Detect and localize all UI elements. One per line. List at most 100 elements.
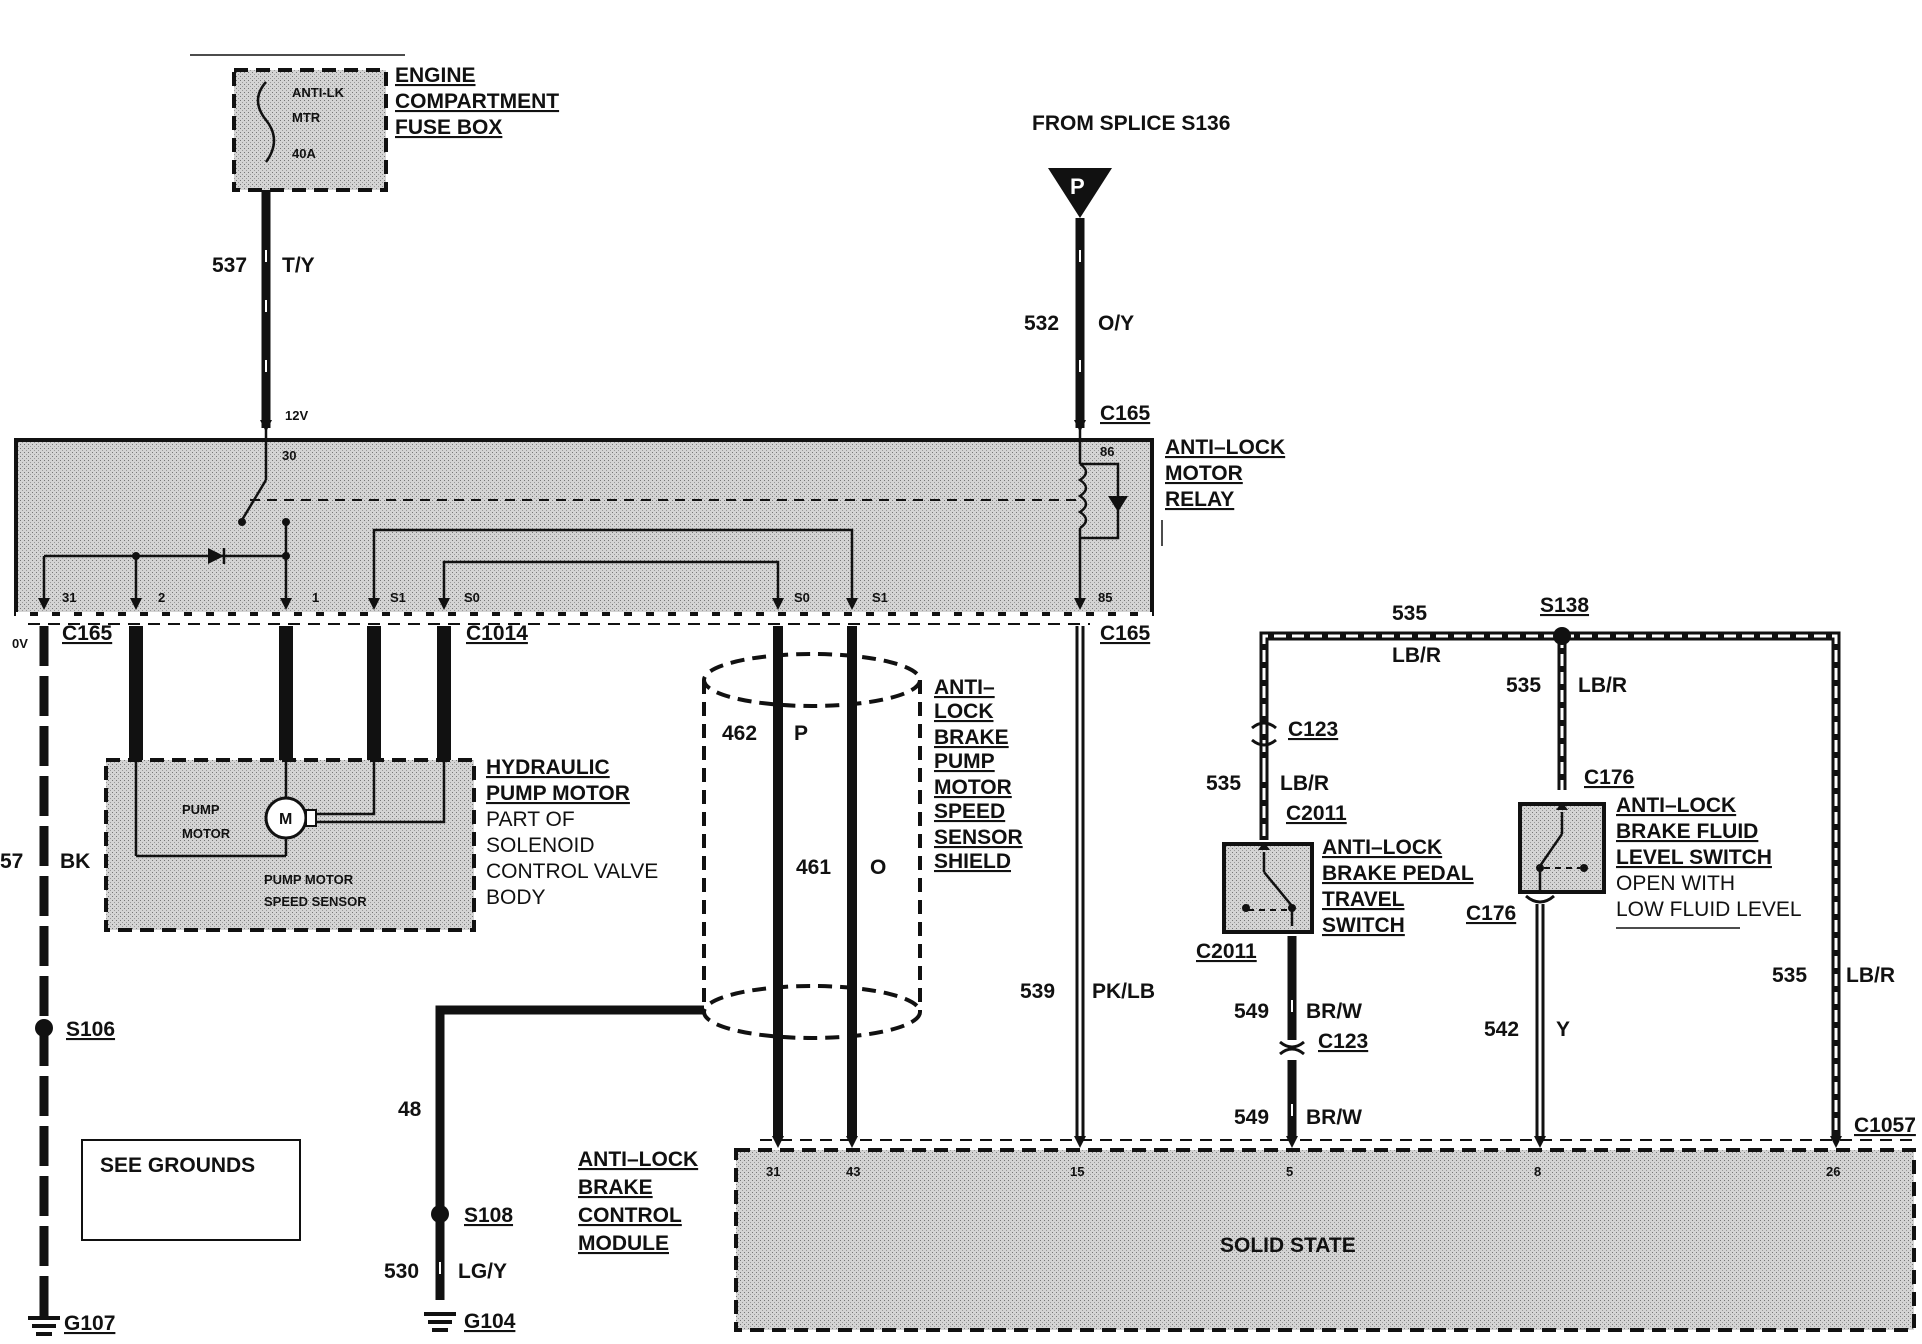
engine-compartment-fuse-box: ANTI-LK MTR 40A ENGINE COMPARTMENT FUSE … <box>190 54 559 192</box>
splice-s106-dot <box>35 1019 53 1037</box>
c2011-connector-b: C2011 <box>1196 940 1257 963</box>
pedal-switch-title-4: SWITCH <box>1322 914 1405 937</box>
relay-pin-86: 86 <box>1100 444 1114 459</box>
relay-pin-2: 2 <box>158 590 165 605</box>
pump-title-2: PUMP MOTOR <box>486 782 630 805</box>
module-pin-8: 8 <box>1534 1164 1541 1179</box>
shield-title-3: BRAKE <box>934 726 1009 749</box>
wire-537-color: T/Y <box>282 254 315 277</box>
voltage-12v: 12V <box>285 408 308 423</box>
splice-s138: S138 <box>1540 594 1589 617</box>
pump-desc-3: CONTROL VALVE <box>486 860 658 883</box>
wire-532: FROM SPLICE S136 P 532 O/Y C165 <box>1024 112 1230 428</box>
anti-lock-brake-control-module: C1057 31 43 15 5 8 26 SOLID STATE ANTI–L… <box>578 1114 1916 1332</box>
relay-title-3: RELAY <box>1165 488 1234 511</box>
wire-530-color: LG/Y <box>458 1260 507 1283</box>
shield-title-1: ANTI– <box>934 676 995 699</box>
anti-lock-motor-relay: 30 86 85 31 2 1 S1 S0 S0 S1 ANTI–LOCK MO… <box>14 420 1285 616</box>
fuse-box-title-1: ENGINE <box>395 64 476 87</box>
fuse-box-title-3: FUSE BOX <box>395 116 502 139</box>
pump-desc-1: PART OF <box>486 808 575 831</box>
splice-arrow-icon <box>1048 168 1112 218</box>
ground-g107-icon <box>28 1316 60 1336</box>
splice-badge: P <box>1070 174 1085 199</box>
speed-sensor-shield: 462 P 461 O ANTI– LOCK BRAKE PUMP MOTOR … <box>702 626 1023 1138</box>
pump-sensor-1: PUMP MOTOR <box>264 872 354 887</box>
splice-s108-dot <box>431 1205 449 1223</box>
wire-542: 542 Y <box>1484 904 1570 1138</box>
shield-title-5: MOTOR <box>934 776 1012 799</box>
wire-57-number: 57 <box>0 850 23 873</box>
pedal-switch-title-1: ANTI–LOCK <box>1322 836 1442 859</box>
module-pin-15: 15 <box>1070 1164 1084 1179</box>
splice-s106: S106 <box>66 1018 115 1041</box>
splice-s108: S108 <box>464 1204 513 1227</box>
c1057-connector: C1057 <box>1854 1114 1916 1137</box>
wire-530-number: 530 <box>384 1260 419 1283</box>
fluid-switch-desc-1: OPEN WITH <box>1616 872 1735 895</box>
wire-549-b-color: BR/W <box>1306 1106 1362 1129</box>
wire-539-number: 539 <box>1020 980 1055 1003</box>
relay-pin-31: 31 <box>62 590 76 605</box>
wire-535-top-number: 535 <box>1392 602 1427 625</box>
wire-539-color: PK/LB <box>1092 980 1155 1003</box>
wire-48: 48 S108 530 LG/Y G104 <box>384 1005 704 1333</box>
shield-title-7: SENSOR <box>934 826 1023 849</box>
c165-right-connector: C165 <box>1100 622 1151 645</box>
wire-542-number: 542 <box>1484 1018 1519 1041</box>
wire-57: 57 BK S106 G107 <box>0 626 115 1336</box>
wire-462-color: P <box>794 722 808 745</box>
module-body-text: SOLID STATE <box>1220 1234 1356 1257</box>
relay-diode-icon <box>208 548 224 564</box>
wire-537-number: 537 <box>212 254 247 277</box>
fuse-label-1: ANTI-LK <box>292 85 345 100</box>
relay-connector-row: 0V C165 C1014 C165 <box>12 622 1151 651</box>
pedal-switch-title-2: BRAKE PEDAL <box>1322 862 1474 885</box>
fuse-box-title-2: COMPARTMENT <box>395 90 559 113</box>
relay-pin-30: 30 <box>282 448 296 463</box>
shield-title-6: SPEED <box>934 800 1005 823</box>
module-title-2: BRAKE <box>578 1176 653 1199</box>
relay-pin-85: 85 <box>1098 590 1112 605</box>
fluid-switch-title-3: LEVEL SWITCH <box>1616 846 1772 869</box>
fluid-switch-desc-2: LOW FLUID LEVEL <box>1616 898 1802 921</box>
wire-48-number: 48 <box>398 1098 422 1121</box>
wire-532-color: O/Y <box>1098 312 1134 335</box>
wire-461-number: 461 <box>796 856 831 879</box>
wire-57-color: BK <box>60 850 90 873</box>
shield-title-4: PUMP <box>934 750 995 773</box>
wire-535-top-color: LB/R <box>1392 644 1441 667</box>
pedal-switch-title-3: TRAVEL <box>1322 888 1405 911</box>
c176-connector-a: C176 <box>1584 766 1634 789</box>
see-grounds-box: SEE GROUNDS <box>81 1139 301 1241</box>
wire-535-mid-number: 535 <box>1506 674 1541 697</box>
relay-pin-1: 1 <box>312 590 319 605</box>
relay-title-1: ANTI–LOCK <box>1165 436 1285 459</box>
wire-535-left-color: LB/R <box>1280 772 1329 795</box>
c165-left-connector: C165 <box>62 622 113 645</box>
module-pin-5: 5 <box>1286 1164 1293 1179</box>
wire-462-number: 462 <box>722 722 757 745</box>
relay-pin-s0-left: S0 <box>464 590 480 605</box>
fuse-label-2: MTR <box>292 110 321 125</box>
wire-537: 537 T/Y 12V <box>212 190 315 428</box>
wire-532-number: 532 <box>1024 312 1059 335</box>
pump-inner-2: MOTOR <box>182 826 231 841</box>
module-title-3: CONTROL <box>578 1204 682 1227</box>
wire-549: 549 BR/W C123 549 BR/W <box>1234 936 1368 1138</box>
c176-connector-b: C176 <box>1466 902 1516 925</box>
ground-g107: G107 <box>64 1312 115 1335</box>
motor-symbol: M <box>279 811 292 828</box>
c123-connector-a: C123 <box>1288 718 1338 741</box>
ground-g104-icon <box>424 1312 456 1332</box>
pump-desc-4: BODY <box>486 886 546 909</box>
brake-fluid-level-switch: C176 ANTI–LOCK BRAKE FLUID LEVEL SWITCH … <box>1466 766 1802 929</box>
module-pin-31: 31 <box>766 1164 780 1179</box>
wire-535-mid-color: LB/R <box>1578 674 1627 697</box>
c123-connector-b: C123 <box>1318 1030 1368 1053</box>
module-title-4: MODULE <box>578 1232 669 1255</box>
fuse-label-3: 40A <box>292 146 316 161</box>
wire-549-a-number: 549 <box>1234 1000 1269 1023</box>
pump-desc-2: SOLENOID <box>486 834 595 857</box>
relay-title-2: MOTOR <box>1165 462 1243 485</box>
